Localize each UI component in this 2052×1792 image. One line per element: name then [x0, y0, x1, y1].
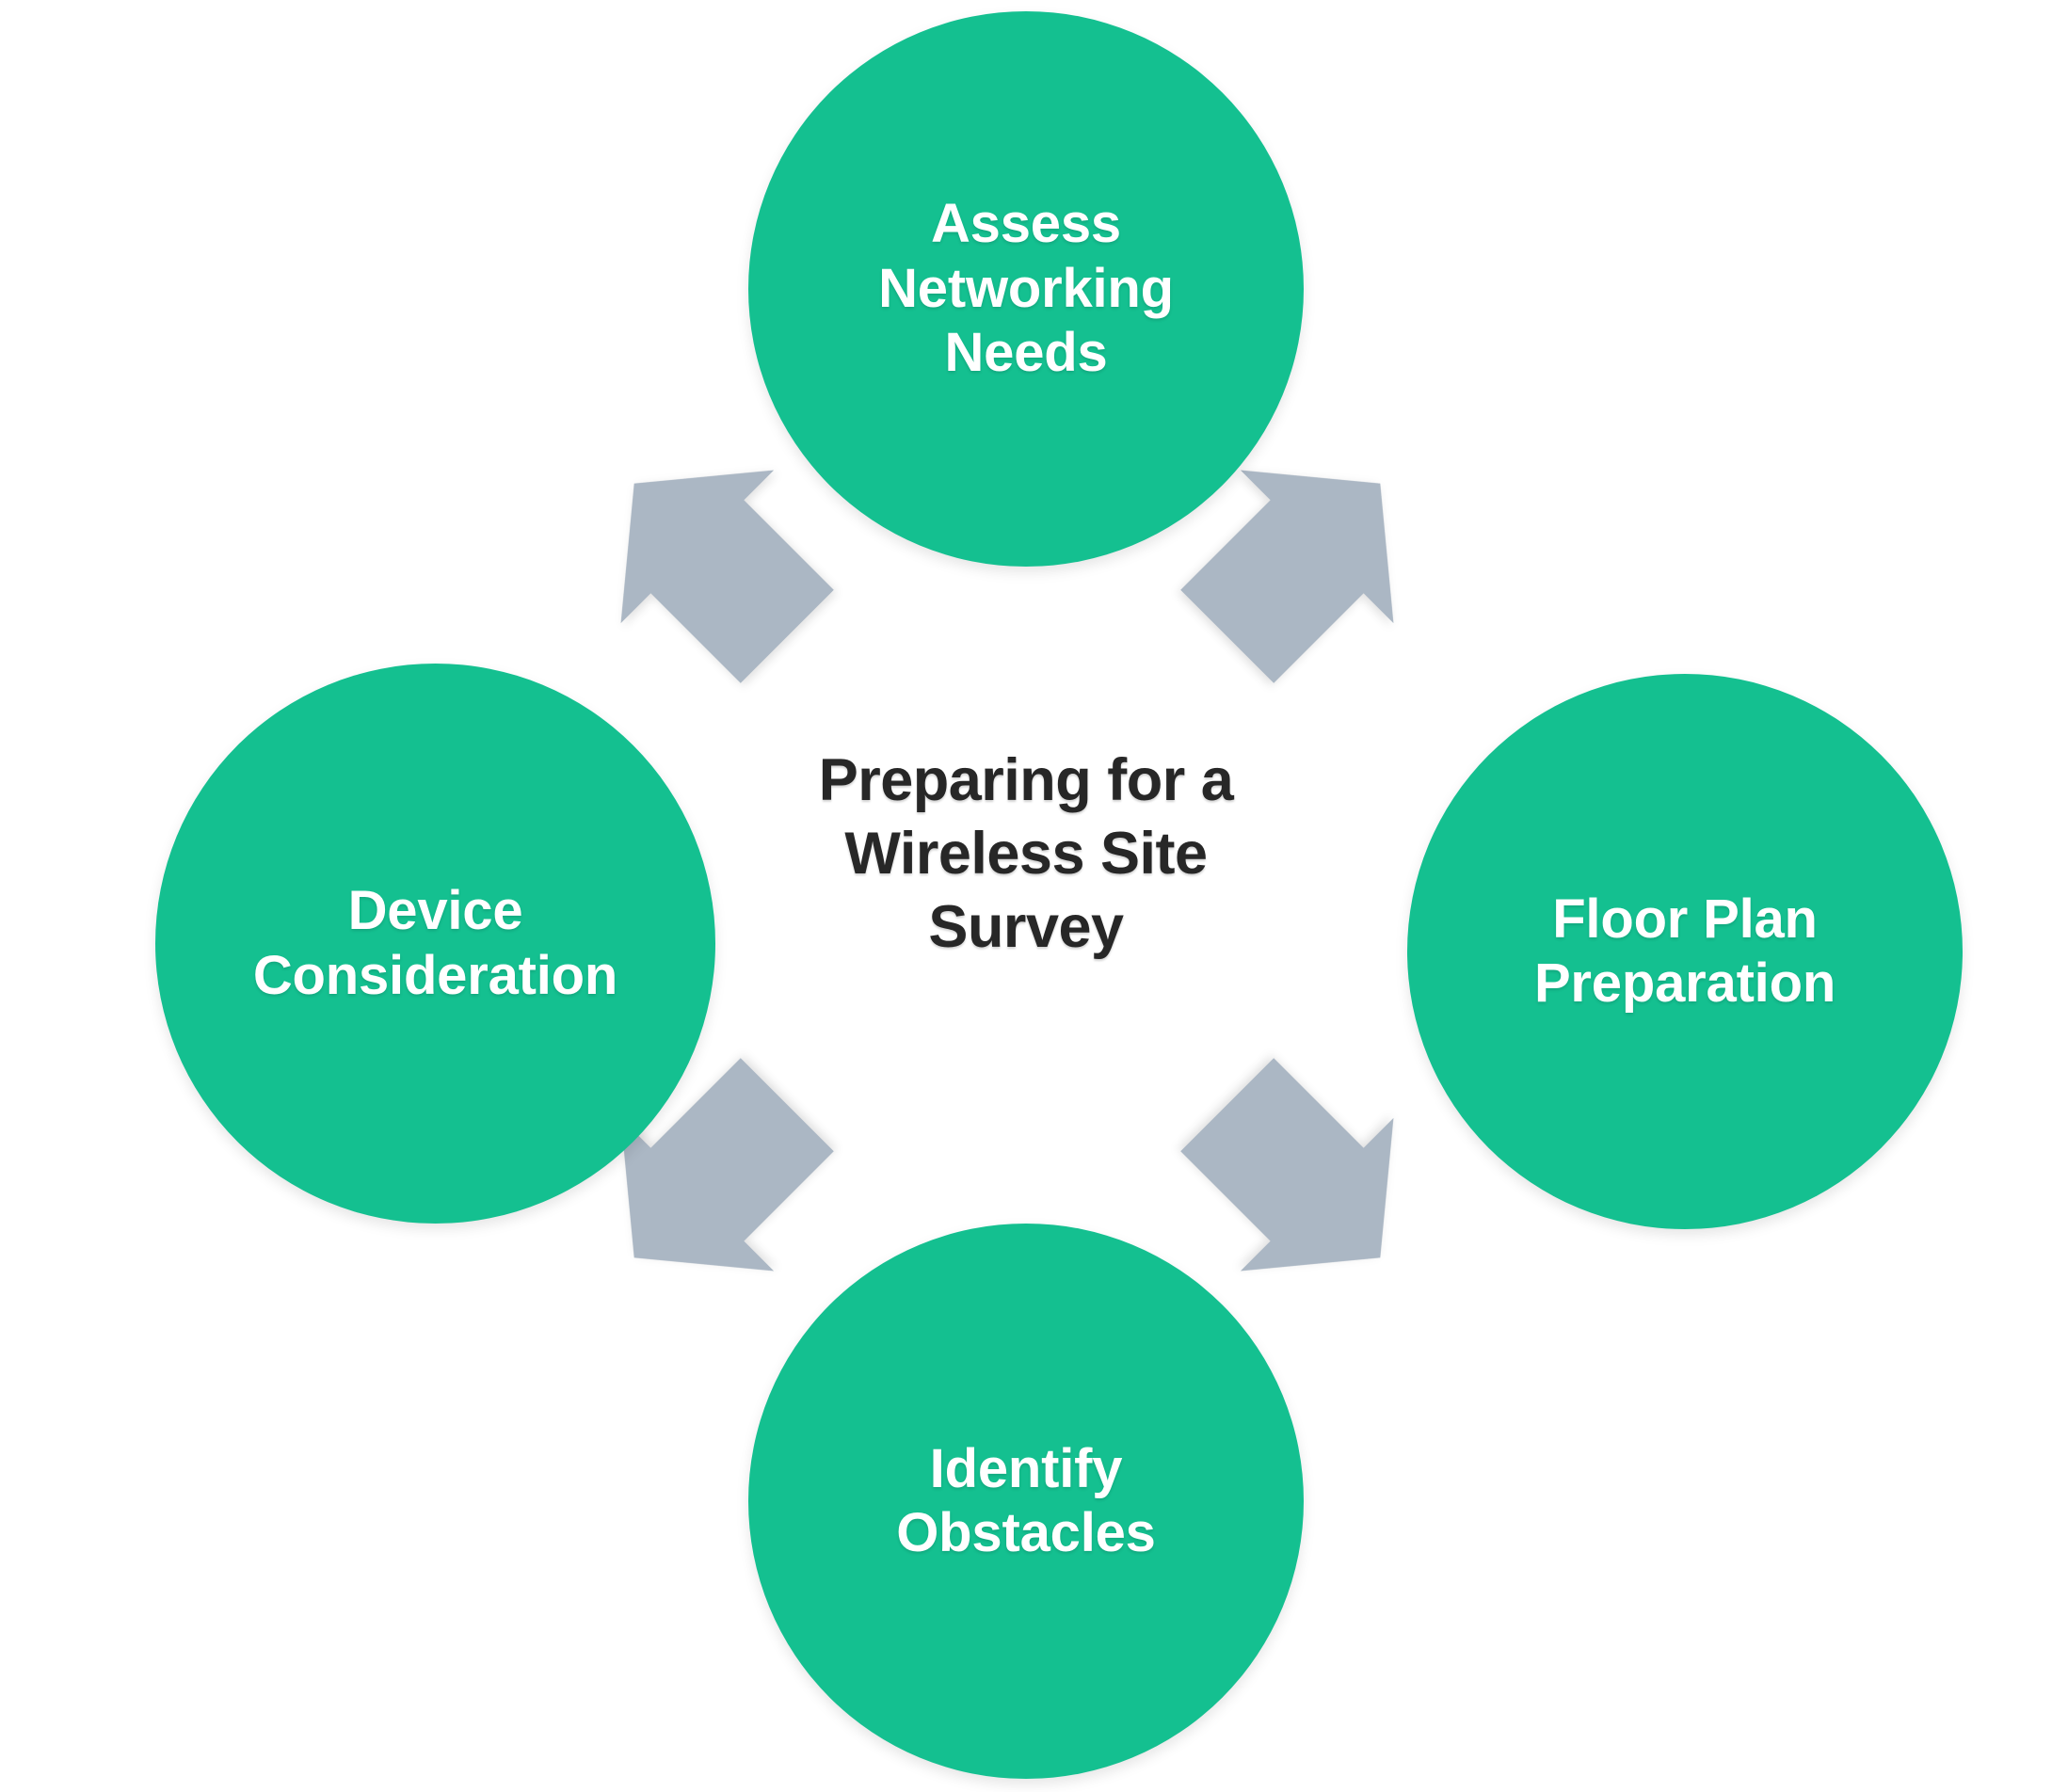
arrow-top-right-icon — [1137, 393, 1470, 727]
node-label-identify-obstacles: Identify Obstacles — [896, 1437, 1156, 1563]
node-floor-plan-preparation[interactable]: Floor Plan Preparation — [1407, 674, 1963, 1229]
node-assess-networking-needs[interactable]: Assess Networking Needs — [748, 11, 1304, 567]
arrow-top-left-icon — [544, 393, 877, 727]
node-label-assess-networking-needs: Assess Networking Needs — [878, 193, 1174, 384]
node-identify-obstacles[interactable]: Identify Obstacles — [748, 1224, 1304, 1779]
node-label-device-consideration: Device Consideration — [252, 880, 618, 1006]
node-label-floor-plan-preparation: Floor Plan Preparation — [1533, 888, 1836, 1014]
arrow-bottom-left-icon — [544, 1015, 877, 1348]
diagram-center-title: Preparing for a Wireless Site Survey — [818, 747, 1234, 961]
node-device-consideration[interactable]: Device Consideration — [155, 664, 715, 1224]
arrow-bottom-right-icon — [1137, 1015, 1470, 1348]
